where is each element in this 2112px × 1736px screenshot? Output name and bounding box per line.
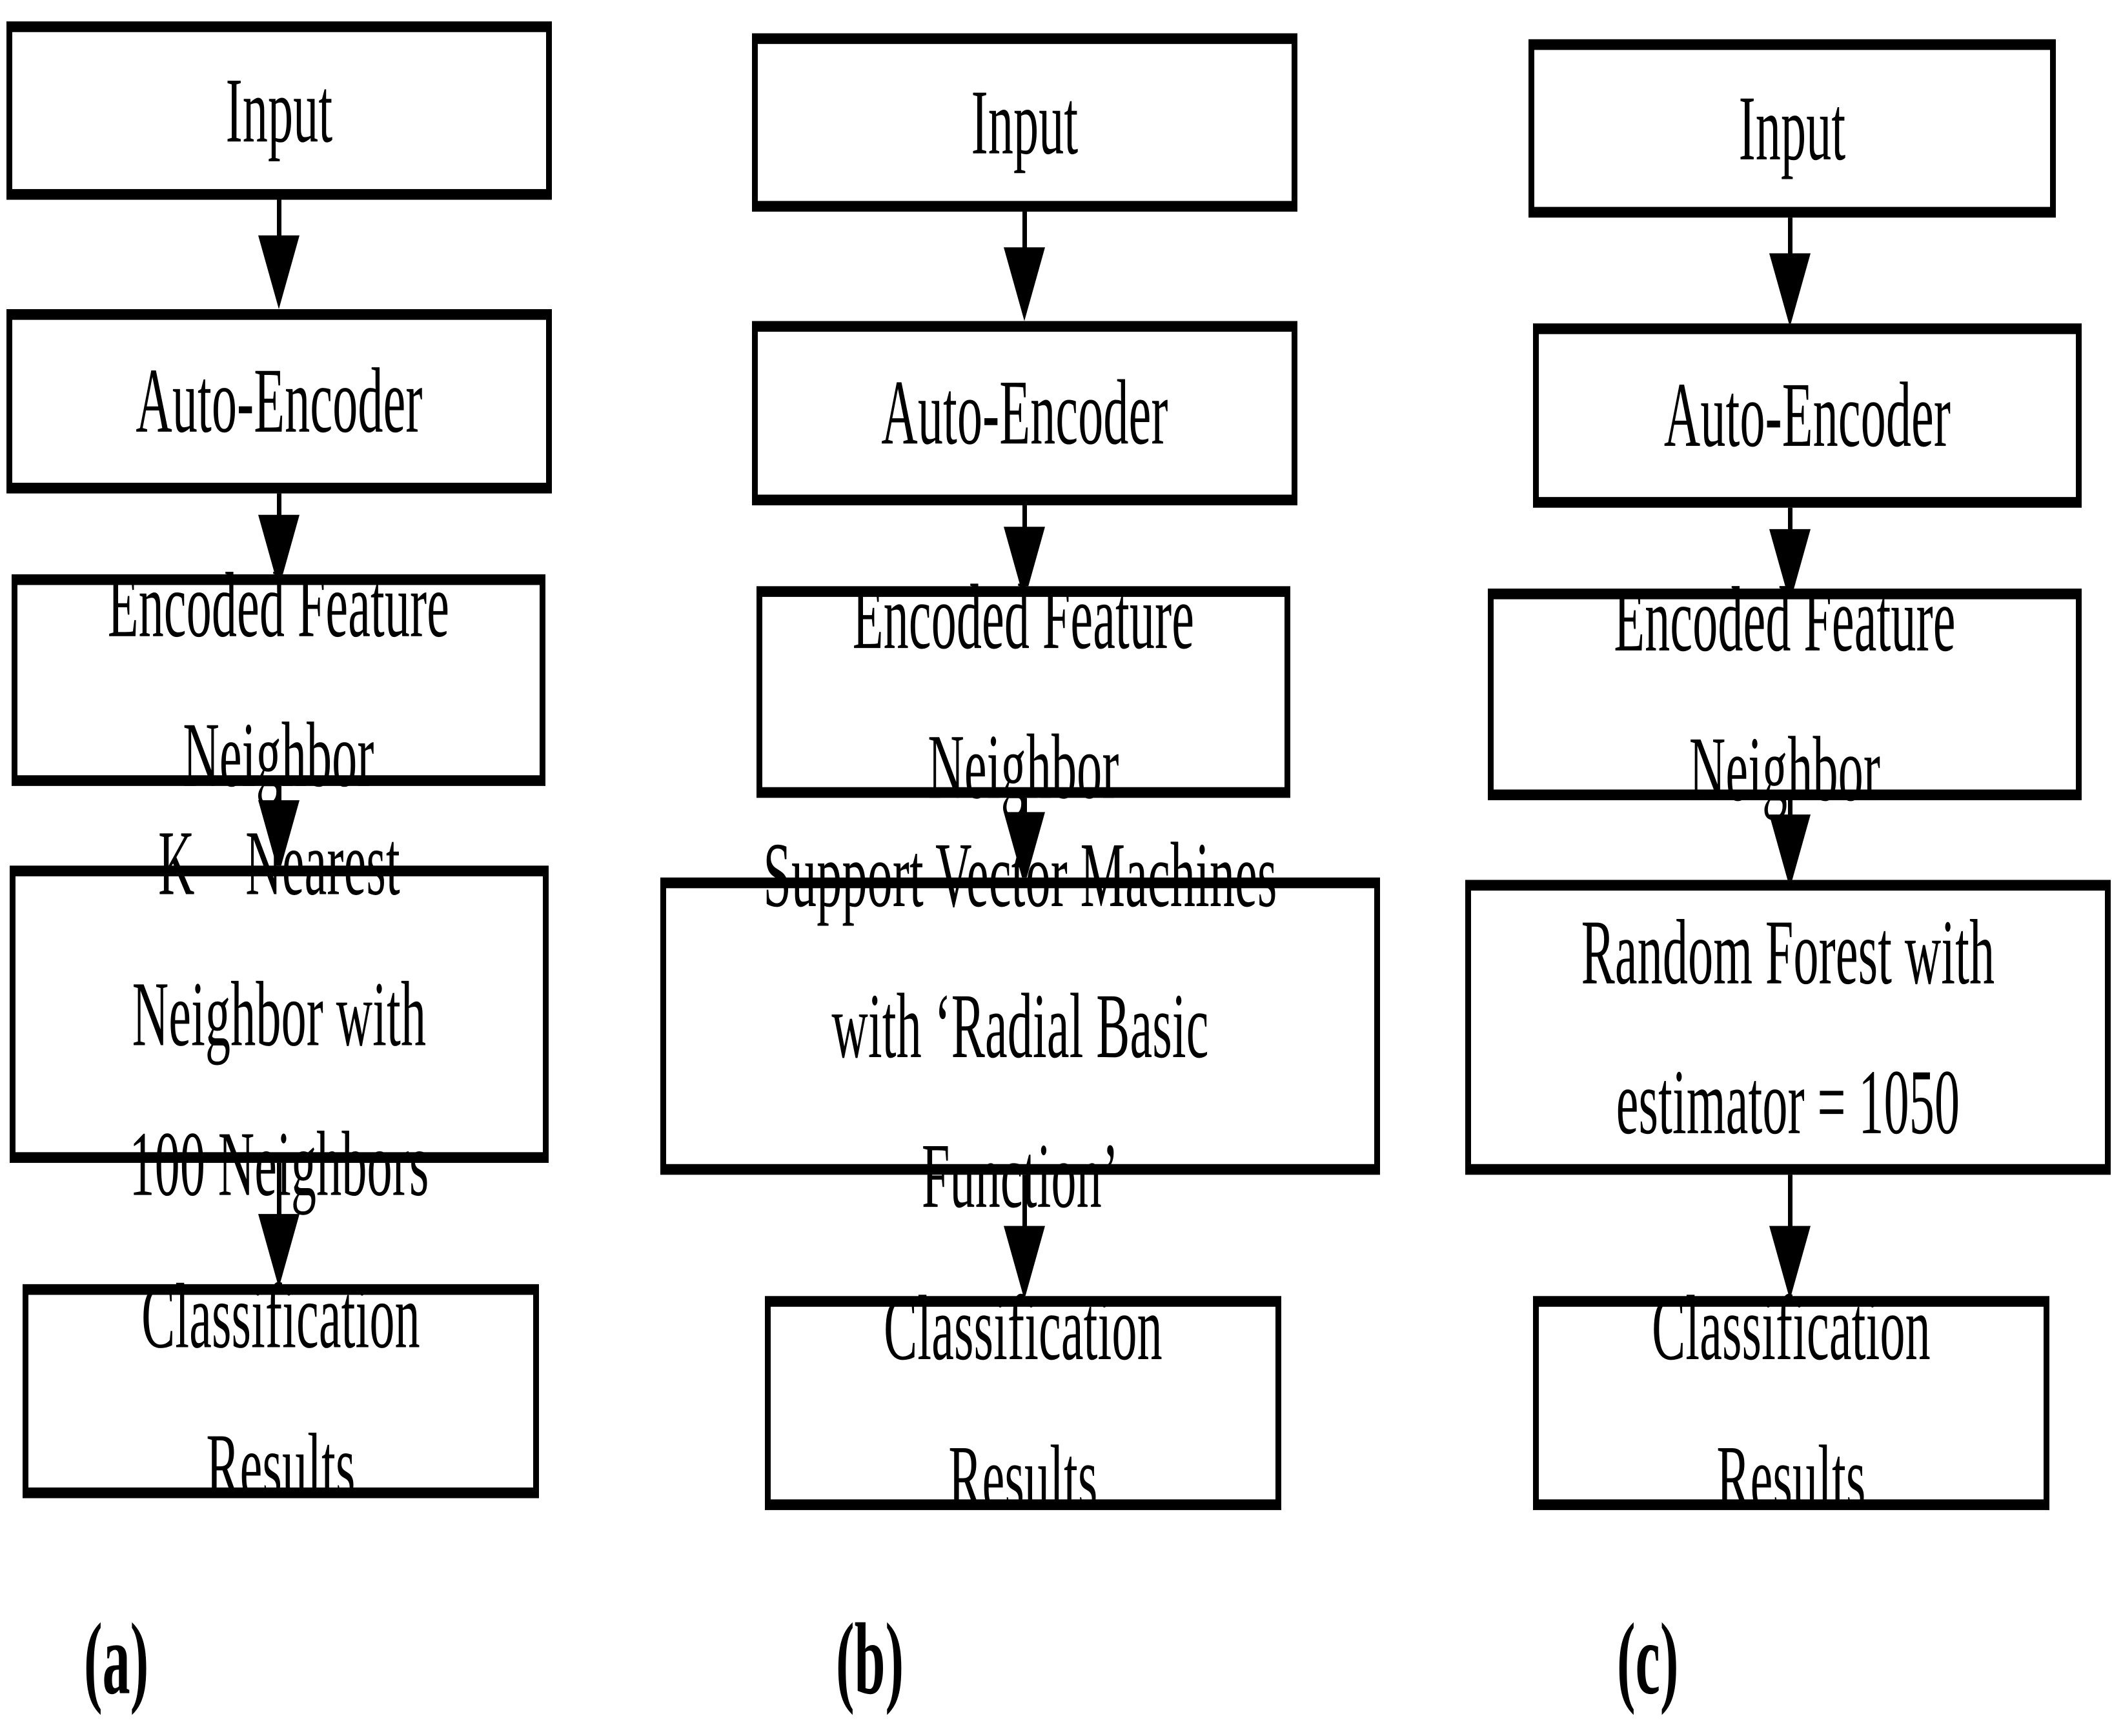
panel-a-node-classifier: K – Nearest Neighbor with 100 Neighbors	[10, 811, 549, 1215]
panel-b-results-line-1: Classification	[884, 1275, 1163, 1379]
panel-c-node-classifier: Random Forest with estimator = 1050	[1465, 880, 2111, 1175]
panel-a: Input Auto-Encoder Encoded Feature Neigh…	[0, 0, 568, 1736]
panel-b-caption: (b)	[836, 1601, 904, 1716]
panel-c-node-encoded-feature: Encoded Feature Neighbor	[1488, 567, 2082, 820]
arrow-stem	[1787, 800, 1792, 820]
panel-a-input-label: Input	[225, 57, 333, 162]
panel-b-results-line-2: Results	[948, 1426, 1098, 1529]
arrow-head	[1004, 812, 1045, 886]
panel-b-node-encoded-feature: Encoded Feature Neighbor	[756, 565, 1290, 818]
panel-b-encoded-feature-line-1: Encoded Feature	[852, 564, 1195, 668]
panel-c-results-line-2: Results	[1716, 1426, 1866, 1529]
arrow-stem	[276, 1162, 281, 1220]
arrow-stem	[1787, 507, 1792, 534]
arrow-head	[258, 235, 300, 310]
panel-b-auto-encoder-label: Auto-Encoder	[881, 360, 1168, 464]
arrow-stem	[1022, 211, 1027, 252]
arrow-stem	[1022, 505, 1027, 532]
panel-c-encoded-feature-line-2: Neighbor	[1689, 717, 1881, 821]
panel-b-node-auto-encoder: Auto-Encoder	[752, 321, 1297, 506]
panel-a-encoded-feature-line-1: Encoded Feature	[107, 552, 450, 656]
arrow-head	[1769, 253, 1811, 327]
panel-a-node-auto-encoder: Auto-Encoder	[6, 309, 552, 494]
panel-a-classifier-line-1: K – Nearest	[158, 811, 400, 915]
panel-a-caption: (a)	[84, 1601, 149, 1716]
panel-b-classifier-line-3: Function’	[921, 1124, 1119, 1227]
arrow-stem	[1022, 798, 1027, 817]
arrow-head	[1004, 1226, 1045, 1300]
panel-b-node-classification-results: Classification Results	[765, 1275, 1281, 1529]
arrow-head	[1004, 247, 1045, 321]
panel-c-classifier-line-2: estimator = 1050	[1616, 1049, 1960, 1154]
panel-a-node-encoded-feature: Encoded Feature Neighbor	[12, 552, 545, 806]
panel-c-results-line-1: Classification	[1652, 1275, 1931, 1379]
arrow-head	[258, 800, 300, 874]
panel-b-node-classifier: Support Vector Machines with ‘Radial Bas…	[660, 823, 1380, 1227]
arrow-head	[258, 1214, 300, 1288]
panel-c-node-auto-encoder: Auto-Encoder	[1533, 323, 2082, 508]
arrow-stem	[276, 199, 281, 241]
arrow-head	[1769, 1226, 1811, 1300]
panel-c-node-classification-results: Classification Results	[1533, 1275, 2049, 1529]
panel-c-node-input: Input	[1528, 39, 2056, 218]
panel-a-results-line-1: Classification	[141, 1263, 420, 1368]
panel-c-caption: (c)	[1617, 1601, 1679, 1716]
panel-c-classifier-line-1: Random Forest with	[1581, 900, 1995, 1004]
arrow-stem	[1787, 1175, 1792, 1232]
panel-b-node-input: Input	[752, 33, 1297, 212]
arrow-head	[1769, 814, 1811, 889]
panel-b-classifier-line-1: Support Vector Machines	[763, 823, 1277, 927]
arrow-stem	[1787, 217, 1792, 258]
panel-b-input-label: Input	[971, 70, 1079, 174]
arrow-stem	[276, 493, 281, 520]
panel-a-node-classification-results: Classification Results	[23, 1264, 539, 1517]
panel-a-auto-encoder-label: Auto-Encoder	[136, 348, 423, 452]
panel-c-input-label: Input	[1738, 76, 1846, 179]
panel-c-auto-encoder-label: Auto-Encoder	[1663, 363, 1951, 467]
panel-b-classifier-line-2: with ‘Radial Basic	[831, 973, 1209, 1077]
arrow-stem	[1022, 1175, 1027, 1232]
panel-a-node-input: Input	[6, 21, 552, 200]
panel-a-classifier-line-2: Neighbor with	[132, 962, 427, 1065]
panel-c-encoded-feature-line-1: Encoded Feature	[1614, 567, 1956, 671]
panel-a-results-line-2: Results	[206, 1413, 356, 1517]
arrow-stem	[276, 785, 281, 805]
